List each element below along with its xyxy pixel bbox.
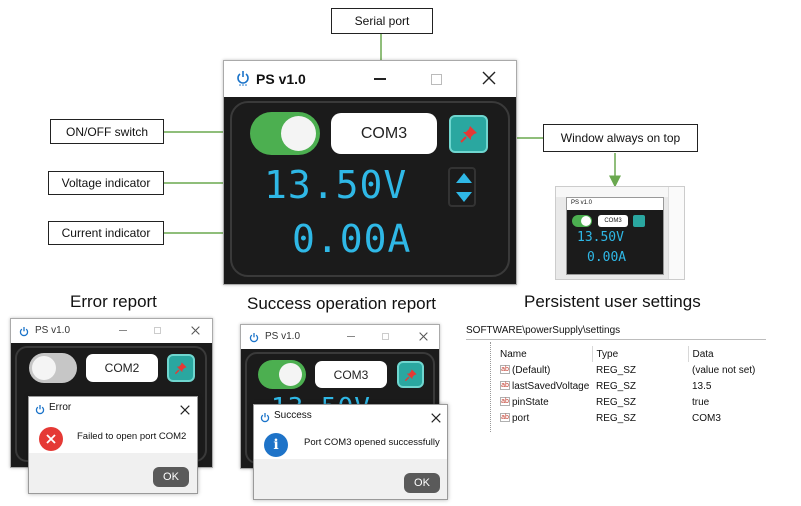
caption-success-report: Success operation report <box>247 294 436 313</box>
thumbnail-window: PS v1.0 COM3 13.50V 0.00A <box>566 197 664 275</box>
voltage-down-arrow[interactable] <box>456 192 472 202</box>
string-value-icon: ab <box>500 365 510 375</box>
title-bar: PS v1.0 <box>224 61 516 97</box>
maximize-button[interactable] <box>149 323 165 337</box>
power-icon <box>19 325 29 337</box>
string-value-icon: ab <box>500 381 510 391</box>
thumbnail-voltage: 13.50V <box>577 230 624 245</box>
registry-path: SOFTWARE\powerSupply\settings <box>466 322 766 340</box>
ok-button[interactable]: OK <box>404 473 440 493</box>
registry-value-type: REG_SZ <box>596 396 637 408</box>
callout-window-always-on-top: Window always on top <box>543 124 698 152</box>
voltage-up-arrow[interactable] <box>456 173 472 183</box>
always-on-top-thumbnail: PS v1.0 COM3 13.50V 0.00A <box>555 186 685 280</box>
registry-editor-view: SOFTWARE\powerSupply\settings Name Type … <box>466 322 766 432</box>
error-dialog: Error Failed to open port COM2 OK <box>28 396 198 494</box>
success-dialog-title: Success <box>274 410 312 421</box>
close-button[interactable] <box>477 67 501 89</box>
column-header-name[interactable]: Name <box>496 346 593 362</box>
success-dialog: Success i Port COM3 opened successfully … <box>253 404 448 500</box>
on-off-switch[interactable] <box>250 112 320 155</box>
error-window-title: PS v1.0 <box>35 325 71 336</box>
close-button[interactable] <box>187 323 203 337</box>
success-message: Port COM3 opened successfully <box>304 437 440 448</box>
registry-values-table: Name Type Data ab(Default) REG_SZ (value… <box>496 346 766 426</box>
string-value-icon: ab <box>500 397 510 407</box>
registry-value-name: lastSavedVoltage <box>512 380 590 392</box>
control-panel: COM3 13.50V 0.00A <box>224 97 516 284</box>
close-button[interactable] <box>415 329 431 343</box>
pin-icon <box>459 126 477 143</box>
registry-value-type: REG_SZ <box>596 364 637 376</box>
success-title-bar: PS v1.0 <box>241 325 439 349</box>
main-app-window: PS v1.0 COM3 13.50V 0.00A <box>223 60 517 285</box>
registry-row[interactable]: ab(Default) REG_SZ (value not set) <box>496 362 766 378</box>
power-icon <box>236 70 250 86</box>
registry-value-data: (value not set) <box>692 364 756 376</box>
caption-persistent-settings: Persistent user settings <box>524 292 701 311</box>
voltage-display: 13.50V <box>264 163 408 207</box>
serial-port-selector[interactable]: COM2 <box>86 354 158 382</box>
on-off-switch[interactable] <box>258 360 306 389</box>
registry-value-name: (Default) <box>512 364 551 376</box>
callout-voltage-indicator: Voltage indicator <box>48 171 164 195</box>
current-display: 0.00A <box>292 217 412 261</box>
error-icon <box>39 427 63 451</box>
error-message: Failed to open port COM2 <box>77 431 187 442</box>
column-header-data[interactable]: Data <box>692 348 714 360</box>
power-icon <box>35 403 45 415</box>
minimize-button[interactable] <box>343 329 359 343</box>
callout-current-indicator: Current indicator <box>48 221 164 245</box>
registry-value-data: true <box>692 396 710 408</box>
voltage-stepper[interactable] <box>448 167 476 207</box>
registry-value-type: REG_SZ <box>596 412 637 424</box>
power-icon <box>249 331 259 343</box>
close-icon[interactable] <box>431 410 441 428</box>
info-icon: i <box>264 433 288 457</box>
error-dialog-title: Error <box>49 402 72 413</box>
power-icon <box>260 411 270 423</box>
registry-value-type: REG_SZ <box>596 380 637 392</box>
thumbnail-current: 0.00A <box>587 250 627 265</box>
registry-value-data: COM3 <box>692 412 721 424</box>
maximize-button[interactable] <box>377 329 393 343</box>
registry-value-data: 13.5 <box>692 380 712 392</box>
registry-value-name: pinState <box>512 396 549 408</box>
pin-on-top-button[interactable] <box>397 361 424 388</box>
callout-on-off-switch: ON/OFF switch <box>50 119 164 144</box>
success-window-title: PS v1.0 <box>265 331 301 342</box>
ok-button[interactable]: OK <box>153 467 189 487</box>
switch-knob <box>281 116 316 151</box>
pin-on-top-button[interactable] <box>449 115 488 153</box>
column-header-type[interactable]: Type <box>592 346 689 362</box>
string-value-icon: ab <box>500 413 510 423</box>
minimize-button[interactable] <box>368 69 392 89</box>
serial-port-selector[interactable]: COM3 <box>315 361 387 388</box>
error-title-bar: PS v1.0 <box>11 319 212 343</box>
pin-on-top-button[interactable] <box>167 354 195 382</box>
minimize-button[interactable] <box>115 323 131 337</box>
callout-serial-port: Serial port <box>331 8 433 34</box>
registry-value-name: port <box>512 412 530 424</box>
thumbnail-port: COM3 <box>598 215 628 227</box>
maximize-button[interactable] <box>424 69 448 89</box>
close-icon[interactable] <box>180 402 190 420</box>
on-off-switch[interactable] <box>29 353 77 383</box>
serial-port-selector[interactable]: COM3 <box>331 113 437 154</box>
thumbnail-title: PS v1.0 <box>567 198 663 210</box>
window-title: PS v1.0 <box>256 71 306 87</box>
caption-error-report: Error report <box>70 292 157 311</box>
registry-header-row: Name Type Data <box>496 346 766 362</box>
